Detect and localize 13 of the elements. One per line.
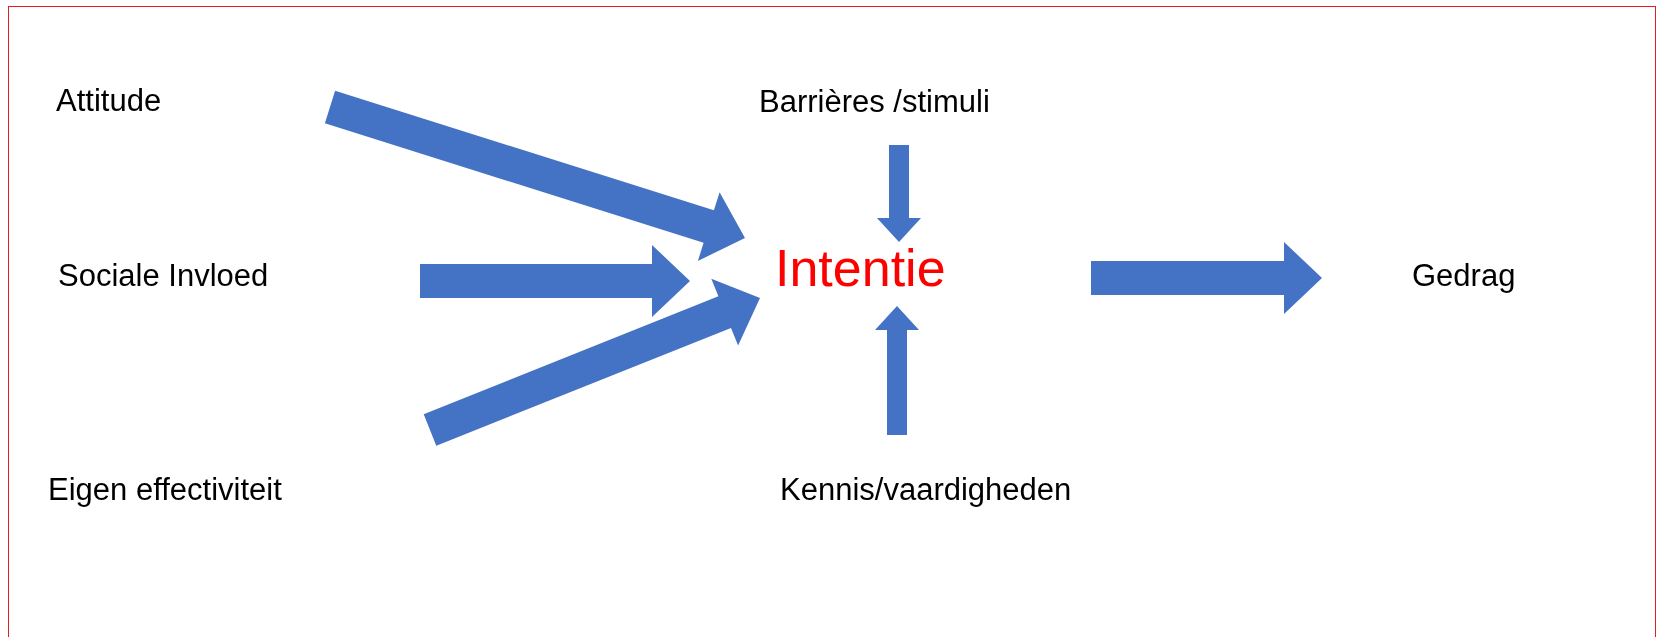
- factor-label: Sociale Invloed: [58, 259, 269, 294]
- central-concept-label: Intentie: [775, 240, 946, 298]
- block-arrow: [875, 306, 919, 435]
- factor-label: Eigen effectiviteit: [48, 473, 282, 508]
- factor-label: Kennis/vaardigheden: [780, 473, 1072, 508]
- factor-label: Gedrag: [1412, 259, 1516, 294]
- block-arrow: [420, 245, 690, 317]
- block-arrow: [1091, 242, 1322, 314]
- block-arrow: [324, 90, 745, 261]
- block-arrow: [877, 145, 921, 242]
- block-arrow: [423, 278, 760, 446]
- factor-label: Attitude: [56, 84, 162, 119]
- factor-label: Barrières /stimuli: [759, 85, 990, 120]
